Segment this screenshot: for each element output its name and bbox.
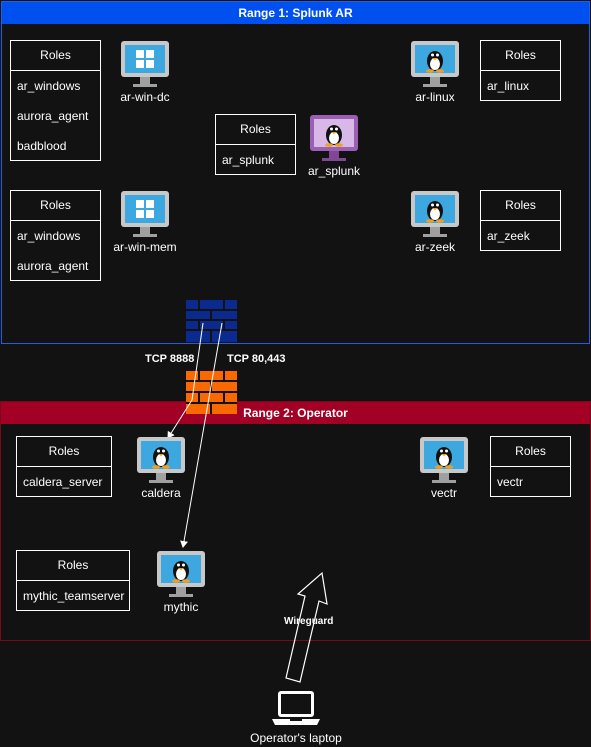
- roles-table-ar-linux: Roles ar_linux: [480, 40, 561, 101]
- host-mythic[interactable]: mythic: [141, 550, 221, 614]
- role-item: aurora_agent: [17, 259, 89, 273]
- host-ar-splunk[interactable]: ar_splunk: [294, 114, 374, 178]
- roles-header: Roles: [11, 41, 100, 71]
- host-label: ar-win-dc: [120, 90, 170, 104]
- roles-header: Roles: [17, 551, 129, 581]
- linux-monitor-icon: [420, 437, 468, 483]
- roles-header: Roles: [216, 115, 295, 145]
- edge-tcp-8888: [167, 322, 204, 439]
- role-item: mythic_teamserver: [23, 589, 125, 603]
- windows-monitor-icon: [121, 191, 169, 237]
- host-caldera[interactable]: caldera: [121, 436, 201, 500]
- role-item: caldera_server: [23, 475, 103, 489]
- roles-header: Roles: [491, 437, 570, 467]
- host-ar-win-dc[interactable]: ar-win-dc: [105, 40, 185, 104]
- roles-header: Roles: [11, 191, 100, 221]
- host-ar-win-mem[interactable]: ar-win-mem: [105, 190, 185, 254]
- host-label: ar-win-mem: [113, 240, 177, 254]
- roles-header: Roles: [17, 437, 111, 467]
- host-operator-laptop[interactable]: Operator's laptop: [246, 689, 346, 745]
- linux-monitor-icon: [411, 191, 459, 237]
- edge-label-tcp-8888: TCP 8888: [145, 353, 195, 365]
- roles-header: Roles: [481, 41, 560, 71]
- roles-table-ar-zeek: Roles ar_zeek: [480, 190, 561, 251]
- host-label: vectr: [430, 486, 457, 500]
- linux-monitor-icon: [411, 41, 459, 87]
- role-item: ar_windows: [17, 79, 81, 93]
- roles-table-ar-win-dc: Roles ar_windows aurora_agent badblood: [10, 40, 101, 161]
- host-ar-linux[interactable]: ar-linux: [395, 40, 475, 104]
- wireguard-arrow: [285, 571, 328, 683]
- host-label: caldera: [141, 486, 181, 500]
- host-label: mythic: [163, 600, 199, 614]
- host-vectr[interactable]: vectr: [404, 436, 484, 500]
- host-label: ar-zeek: [414, 240, 455, 254]
- role-item: ar_windows: [17, 229, 81, 243]
- linux-monitor-icon: [310, 115, 358, 161]
- host-ar-zeek[interactable]: ar-zeek: [395, 190, 475, 254]
- host-label: Operator's laptop: [250, 731, 342, 745]
- roles-table-mythic: Roles mythic_teamserver: [16, 550, 130, 611]
- firewall-range1-icon: [186, 300, 237, 342]
- linux-monitor-icon: [157, 551, 205, 597]
- edge-label-wireguard: Wireguard: [284, 616, 334, 627]
- laptop-icon: [272, 691, 320, 725]
- role-item: ar_linux: [487, 79, 530, 93]
- roles-table-vectr: Roles vectr: [490, 436, 571, 497]
- firewall-range2-icon: [186, 371, 237, 414]
- linux-monitor-icon: [137, 437, 185, 483]
- roles-table-caldera: Roles caldera_server: [16, 436, 112, 497]
- role-item: aurora_agent: [17, 109, 89, 123]
- host-label: ar-linux: [415, 90, 455, 104]
- edge-tcp-80-443: [180, 322, 223, 548]
- range-1-title: Range 1: Splunk AR: [2, 2, 589, 24]
- range-1-box: Range 1: Splunk AR: [1, 1, 590, 344]
- role-item: badblood: [17, 139, 67, 153]
- role-item: ar_splunk: [222, 153, 275, 167]
- role-item: ar_zeek: [487, 229, 530, 243]
- roles-table-ar-splunk: Roles ar_splunk: [215, 114, 296, 175]
- range-2-title: Range 2: Operator: [1, 402, 590, 424]
- edge-label-tcp-80-443: TCP 80,443: [227, 353, 286, 365]
- roles-header: Roles: [481, 191, 560, 221]
- roles-table-ar-win-mem: Roles ar_windows aurora_agent: [10, 190, 101, 281]
- windows-monitor-icon: [121, 41, 169, 87]
- host-label: ar_splunk: [307, 164, 361, 178]
- role-item: vectr: [497, 475, 524, 489]
